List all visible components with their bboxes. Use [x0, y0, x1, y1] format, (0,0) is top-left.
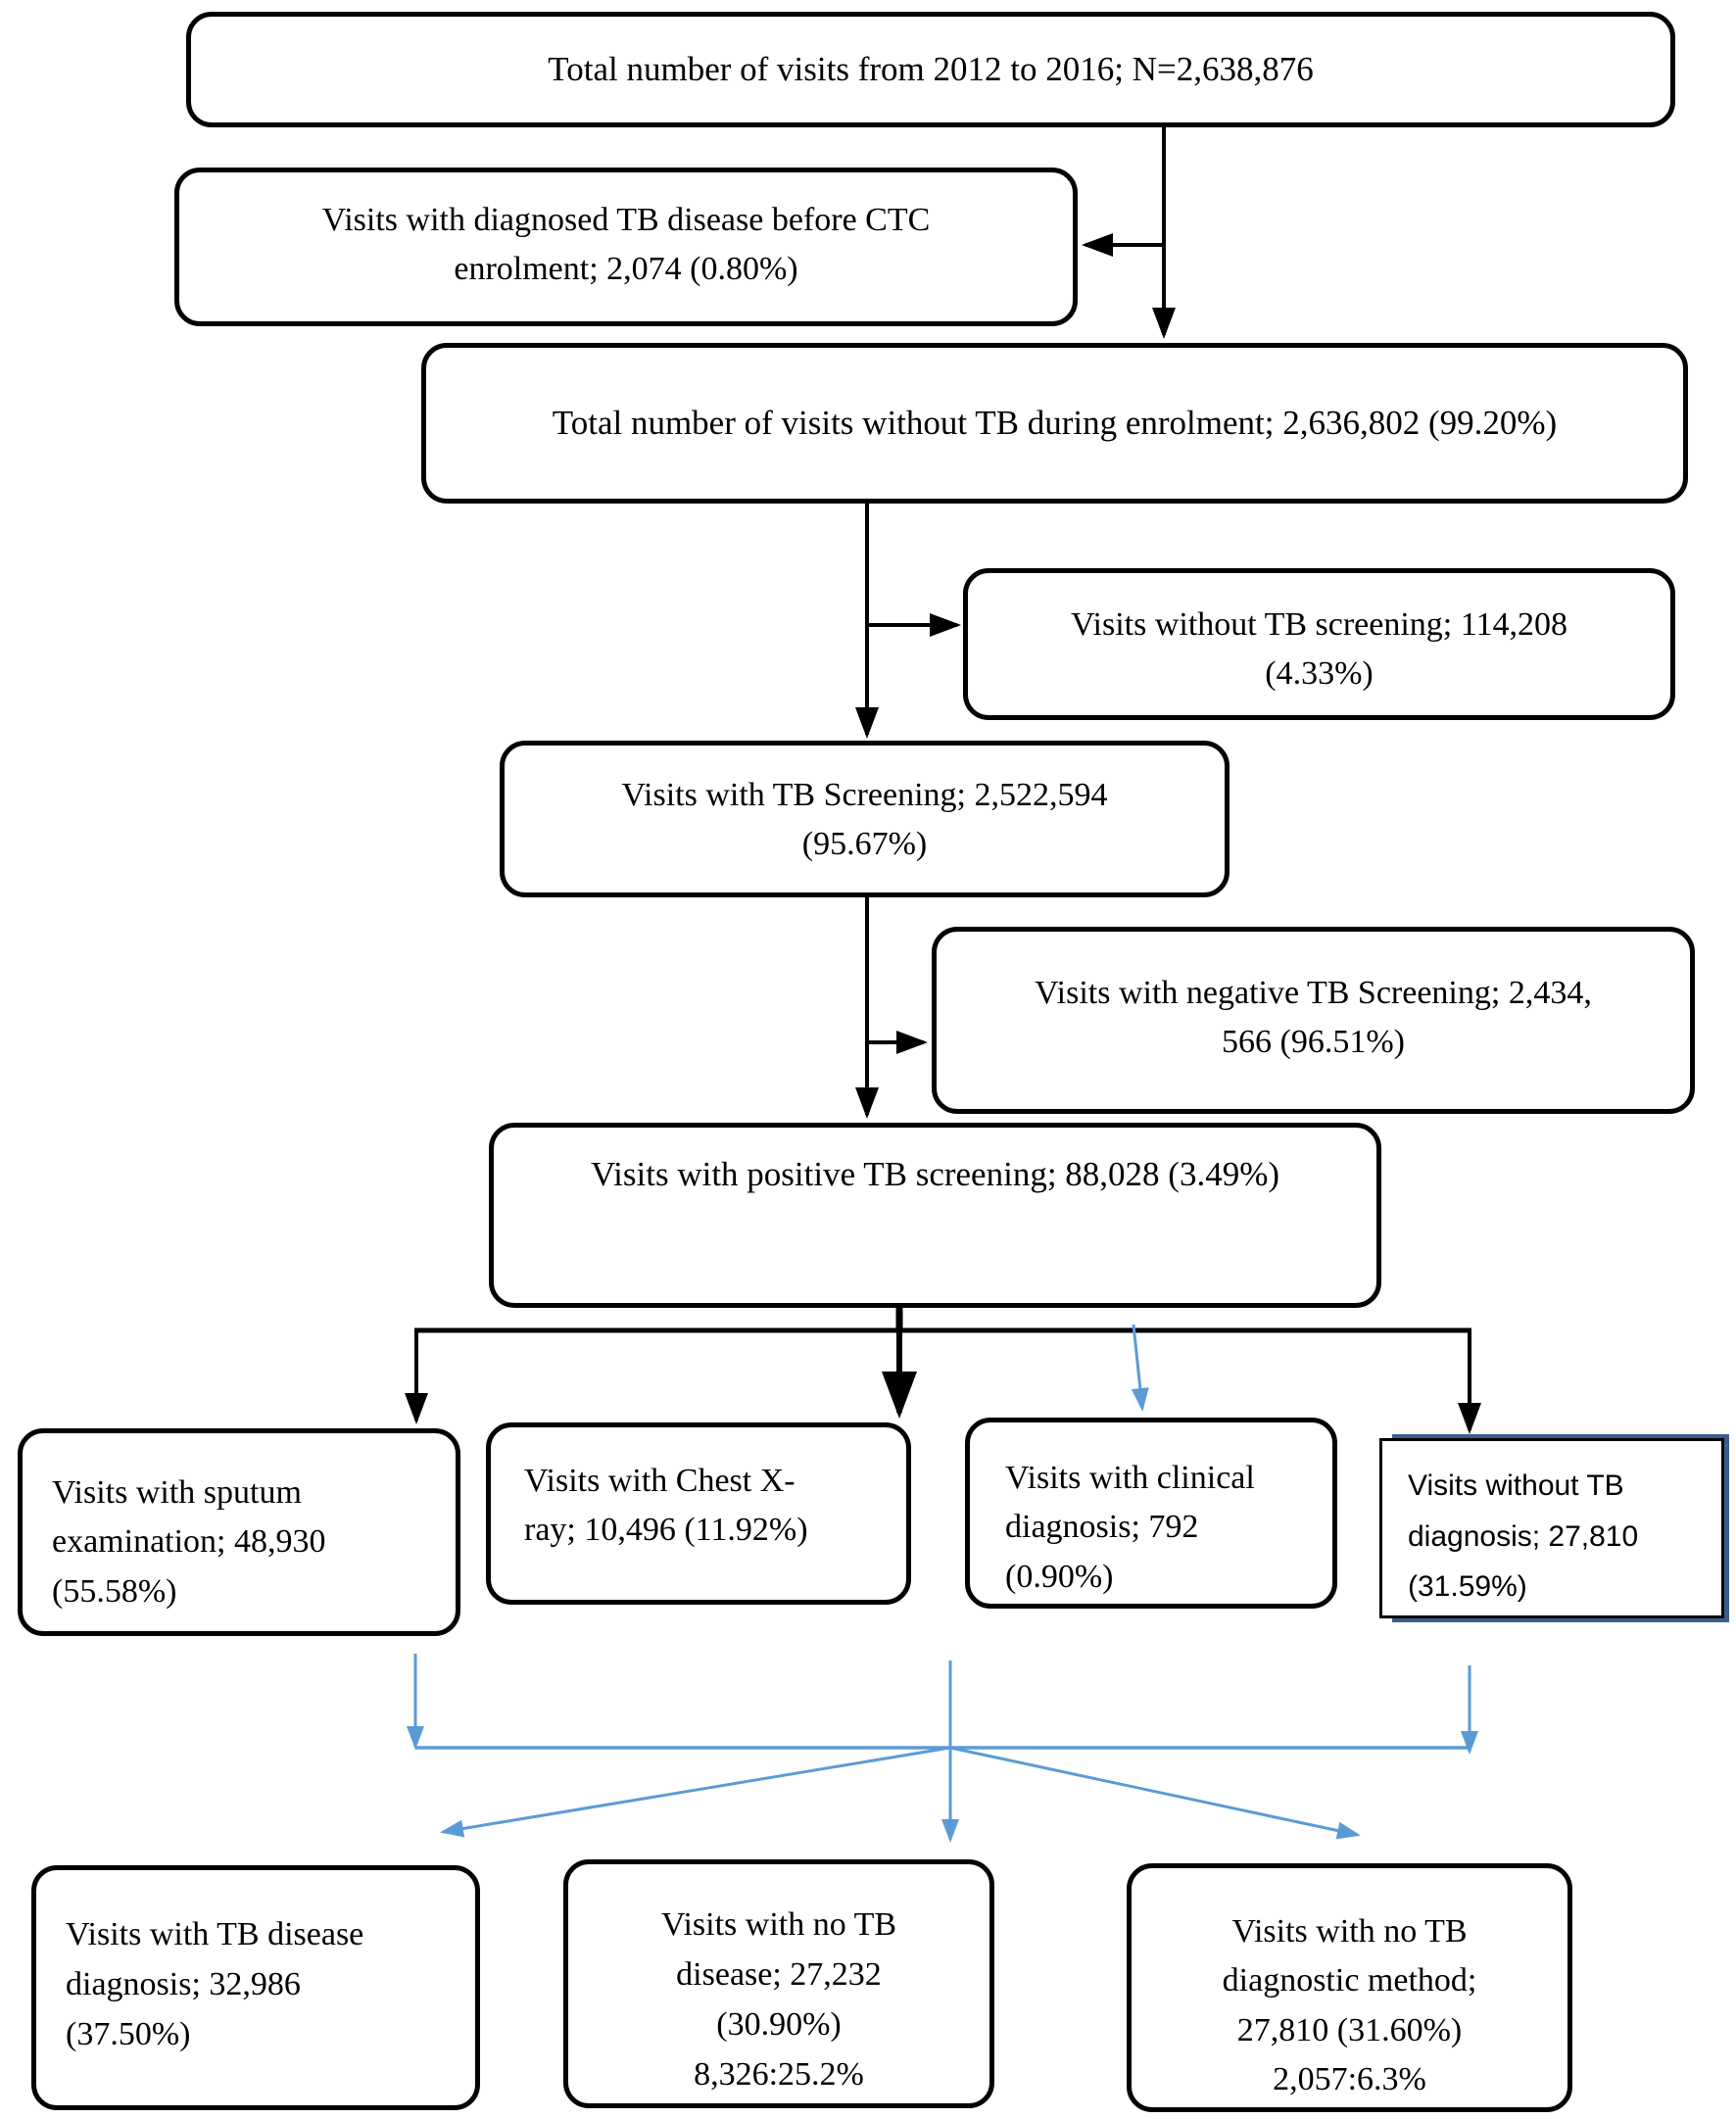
node-text-line: (37.50%): [66, 2016, 191, 2052]
node-text-line: Visits with Chest X-: [524, 1463, 796, 1499]
node-text-line: Visits with TB Screening; 2,522,594: [621, 777, 1108, 813]
node-text-line: Visits with clinical: [1005, 1460, 1255, 1496]
node-text-line: (95.67%): [801, 826, 928, 863]
node-text-line: (31.59%): [1408, 1570, 1527, 1604]
node-text-line: 566 (96.51%): [1222, 1024, 1405, 1061]
node-text-line: (55.58%): [52, 1572, 177, 1610]
node-text-line: Visits with diagnosed TB disease before …: [321, 202, 931, 238]
node-text-line: Visits with sputum: [52, 1474, 302, 1511]
node-text-line: Visits with TB disease: [66, 1916, 364, 1952]
node-tb-before-ctc: Visits with diagnosed TB disease before …: [174, 168, 1078, 326]
node-text-line: Visits without TB screening; 114,208: [1071, 606, 1567, 643]
node-text-line: diagnosis; 27,810: [1408, 1519, 1639, 1553]
node-text-line: 2,057:6.3%: [1273, 2060, 1426, 2097]
node-text-line: Total number of visits without TB during…: [552, 404, 1558, 443]
node-with-tb-screening: Visits with TB Screening; 2,522,594 (95.…: [500, 741, 1230, 897]
node-text-line: disease; 27,232: [676, 1956, 882, 1993]
node-positive-tb-screening: Visits with positive TB screening; 88,02…: [489, 1123, 1381, 1308]
node-text-line: Visits with no TB: [660, 1906, 897, 1943]
node-negative-tb-screening: Visits with negative TB Screening; 2,434…: [932, 927, 1695, 1114]
node-sputum-examination: Visits with sputum examination; 48,930 (…: [18, 1428, 460, 1636]
node-total-visits: Total number of visits from 2012 to 2016…: [186, 12, 1675, 127]
node-text-line: enrolment; 2,074 (0.80%): [454, 251, 798, 288]
node-no-tb-disease: Visits with no TB disease; 27,232 (30.90…: [563, 1859, 994, 2108]
node-text-line: diagnostic method;: [1222, 1962, 1477, 1999]
node-text-line: 8,326:25.2%: [694, 2056, 864, 2093]
blue-diagonal-left: [440, 1746, 951, 1838]
node-text-line: ray; 10,496 (11.92%): [524, 1512, 808, 1549]
node-text-line: Total number of visits from 2012 to 2016…: [548, 50, 1314, 89]
arrow-to-clinical-blue: [1131, 1324, 1149, 1412]
node-no-diagnostic-method: Visits with no TB diagnostic method; 27,…: [1127, 1863, 1572, 2112]
blue-diagonal-right: [949, 1746, 1361, 1840]
node-text-line: Visits without TB: [1408, 1469, 1624, 1502]
node-text-line: Visits with negative TB Screening; 2,434…: [1035, 975, 1592, 1011]
node-without-tb-diagnosis: Visits without TB diagnosis; 27,810 (31.…: [1379, 1438, 1724, 1618]
node-text-line: Visits with no TB: [1231, 1913, 1468, 1950]
node-text-line: 27,810 (31.60%): [1236, 2011, 1463, 2048]
node-text-line: diagnosis; 32,986: [66, 1966, 301, 2002]
node-text-line: (30.90%): [716, 2006, 842, 2043]
node-clinical-diagnosis: Visits with clinical diagnosis; 792 (0.9…: [965, 1418, 1337, 1609]
node-chest-xray: Visits with Chest X- ray; 10,496 (11.92%…: [486, 1422, 911, 1605]
node-without-tb-screening: Visits without TB screening; 114,208 (4.…: [963, 568, 1675, 720]
node-text-line: (4.33%): [1265, 655, 1374, 693]
node-without-tb-enrolment: Total number of visits without TB during…: [421, 343, 1688, 504]
node-tb-disease-diagnosis: Visits with TB disease diagnosis; 32,986…: [31, 1865, 480, 2110]
node-text-line: (0.90%): [1005, 1558, 1114, 1595]
node-text-line: diagnosis; 792: [1005, 1509, 1199, 1546]
node-text-line: examination; 48,930: [52, 1523, 326, 1561]
node-text-line: Visits with positive TB screening; 88,02…: [590, 1155, 1280, 1193]
